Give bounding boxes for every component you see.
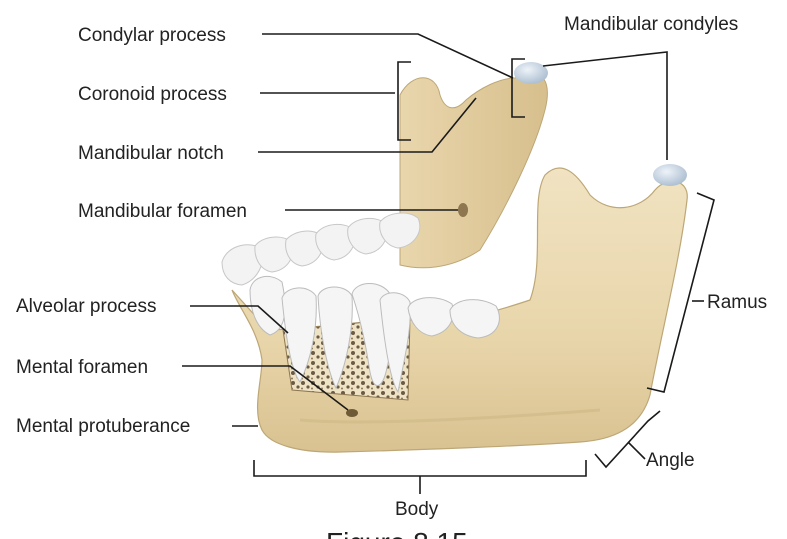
mental-foramen-hole: [346, 409, 358, 417]
far-mandibular-foramen: [458, 203, 468, 217]
label-body: Body: [395, 499, 439, 520]
label-mental-foramen: Mental foramen: [16, 357, 148, 378]
label-coronoid-process: Coronoid process: [78, 84, 227, 105]
leader-lines: [182, 33, 715, 494]
label-angle: Angle: [646, 450, 695, 471]
far-ramus: [399, 62, 548, 269]
label-alveolar-process: Alveolar process: [16, 296, 156, 317]
label-ramus: Ramus: [707, 292, 767, 313]
label-mental-protuberance: Mental protuberance: [16, 416, 190, 437]
label-mandibular-foramen: Mandibular foramen: [78, 201, 247, 222]
label-condylar-process: Condylar process: [78, 25, 226, 46]
figure-caption: Figure 8.15: [326, 527, 468, 539]
far-condyle-cartilage: [514, 62, 548, 84]
label-mandibular-notch: Mandibular notch: [78, 143, 224, 164]
label-mandibular-condyles: Mandibular condyles: [564, 14, 738, 35]
near-teeth-row: [249, 275, 500, 394]
near-condyle-cartilage: [653, 164, 687, 186]
far-teeth-row: [221, 212, 421, 286]
